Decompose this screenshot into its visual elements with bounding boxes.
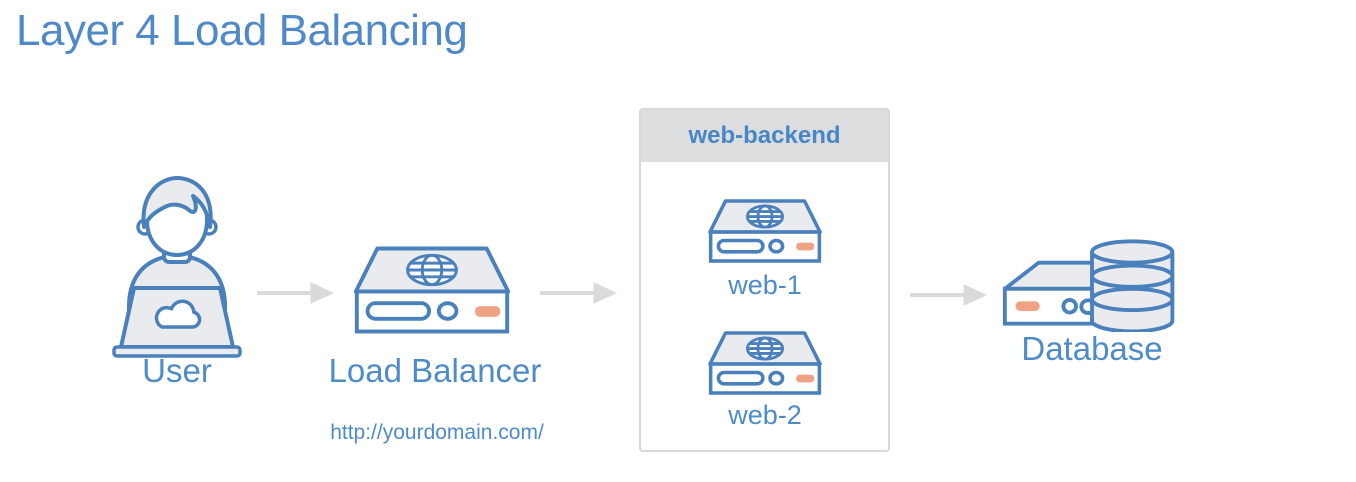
load-balancer-server-globe-icon xyxy=(349,246,515,341)
web-1-server-globe-icon xyxy=(705,199,825,268)
user-laptop-cloud-icon xyxy=(102,175,252,364)
load-balancer-url: http://yourdomain.com/ xyxy=(330,421,544,444)
user-node xyxy=(102,170,252,360)
web-1-node xyxy=(705,198,825,264)
load-balancer-label: Load Balancer xyxy=(328,352,542,389)
arrow-lb-to-backend right-arrow-icon xyxy=(538,281,618,310)
user-label: User xyxy=(142,352,212,389)
page-title: Layer 4 Load Balancing xyxy=(16,6,468,55)
web-backend-panel-header: web-backend xyxy=(641,110,888,162)
web-2-server-globe-icon xyxy=(705,331,825,400)
database-label: Database xyxy=(1021,330,1163,367)
web-2-label: web-2 xyxy=(728,400,802,430)
database-server-cylinders-icon xyxy=(1000,239,1184,336)
arrow-user-to-lb right-arrow-icon xyxy=(255,281,335,310)
web-1-label: web-1 xyxy=(728,270,802,300)
web-2-node xyxy=(705,330,825,396)
load-balancer-node xyxy=(349,243,515,337)
database-node xyxy=(1000,232,1184,334)
web-backend-label: web-backend xyxy=(688,122,841,149)
arrow-backend-to-db right-arrow-icon xyxy=(908,283,988,312)
